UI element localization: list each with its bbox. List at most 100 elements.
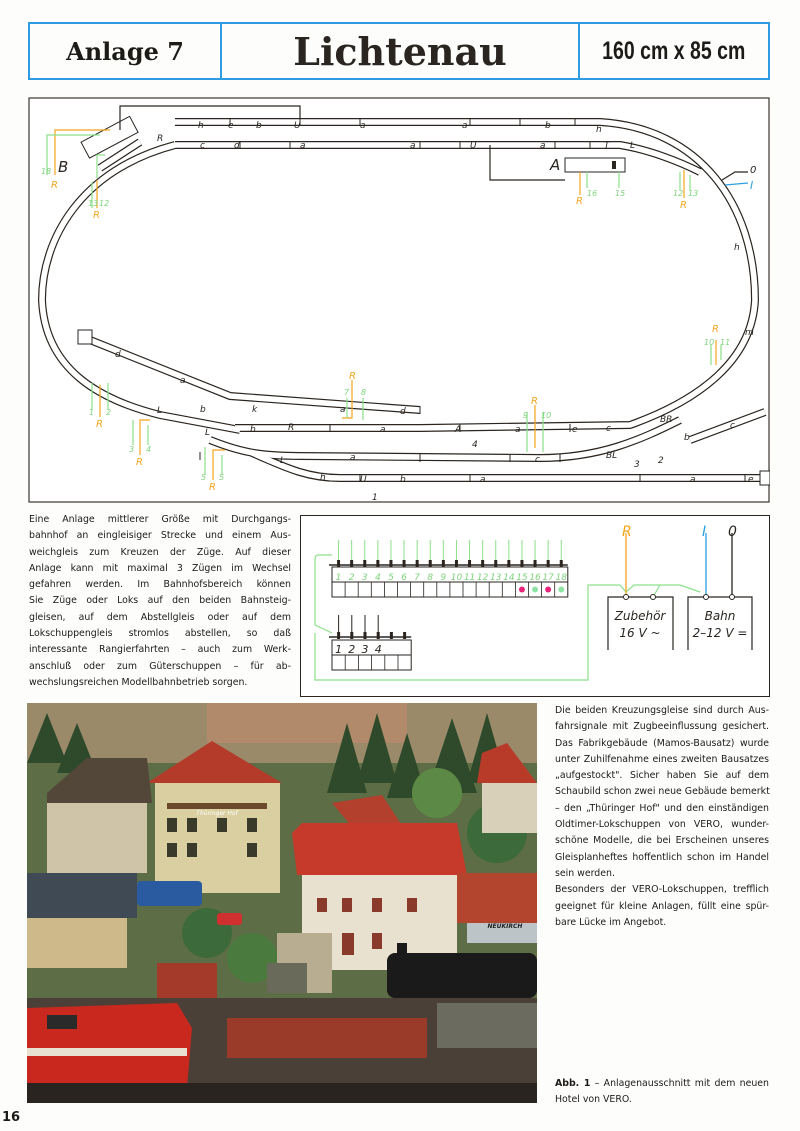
terminal-number: 7 [344, 388, 350, 397]
track-plan-diagram: B A R R R R R R R R R R 0 I 18 16 15 13 … [28, 97, 770, 503]
turnout-label: L [630, 141, 635, 151]
wire-label-R: R [136, 457, 143, 468]
indicator-lamp-red [545, 586, 552, 593]
terminal-pin [468, 560, 472, 567]
switch-number: 9 [440, 573, 446, 583]
wire-label-R: R [712, 324, 719, 335]
switch-number: 8 [427, 573, 433, 583]
segment-label: b [400, 475, 406, 485]
hotel-sign: Thüringer Hof [196, 810, 238, 817]
segment-label: e [572, 425, 578, 435]
segment-label: a [350, 453, 356, 463]
terminal-pin [376, 632, 380, 639]
terminal-number: 16 [587, 189, 597, 198]
segment-label: U [470, 141, 477, 151]
segment-label: d [234, 141, 240, 151]
terminal-pin [363, 560, 367, 567]
station-sign: NEUKIRCH [488, 923, 523, 930]
wire-label-R: R [531, 396, 538, 407]
segment-label: U [294, 121, 301, 131]
terminal-pin [559, 560, 563, 567]
terminal-number: 10 [541, 411, 551, 420]
switch-number: 16 [529, 573, 541, 583]
terminal-pin [350, 632, 354, 639]
terminal-number: 5 [219, 473, 224, 482]
turnout-label: BL [606, 451, 617, 461]
terminal-pin [402, 560, 406, 567]
text-line: schöne Modelle, die bei Erscheinen unser… [555, 835, 769, 847]
wire-label-I: I [750, 179, 753, 192]
segment-label: c [200, 141, 205, 151]
uncoupler-number: 2 [658, 456, 664, 466]
segment-label: h [320, 473, 326, 483]
terminal-number: 1 [89, 408, 94, 417]
terminal-pin [389, 632, 393, 639]
text-line: Das Fabrikgebäude (Mamos-Bausatz) wurde [555, 737, 769, 749]
wire-label-R: R [349, 371, 356, 382]
caption-text-line2: Hotel von VERO. [555, 1094, 632, 1105]
text-line: weichgleis zum Kreuzen der Züge. Auf die… [29, 546, 291, 558]
terminal-number: 9 [523, 411, 528, 420]
layout-photo: Thüringer Hof NEUKIRCH [27, 703, 537, 1103]
terminal-number: 13 [688, 189, 698, 198]
terminal-pin [389, 560, 393, 567]
segment-label: a [360, 121, 366, 131]
switch-number: 15 [516, 573, 528, 583]
segment-label: a [690, 475, 696, 485]
steam-locomotive [387, 943, 537, 998]
terminal-pin [350, 560, 354, 567]
text-line: – den „Thüringer Hof" und den einständig… [555, 802, 769, 814]
segment-label: c [606, 424, 611, 434]
wire-label-R: R [96, 419, 103, 430]
segment-label: T [604, 141, 611, 151]
switch-number: 6 [401, 573, 407, 583]
uncoupler-switch-number: 4 [375, 643, 382, 656]
text-line: bare Lücke im Angebot. [555, 916, 667, 928]
turnout-label: L [157, 406, 162, 416]
indicator-lamp-green [558, 586, 565, 593]
accessory-transformer-label: Zubehör [614, 609, 667, 623]
segment-label: m [745, 328, 754, 338]
segment-label: e [748, 475, 754, 485]
terminal-number: 12 [673, 189, 683, 198]
switch-number: 3 [362, 573, 368, 583]
uncoupler-switch-number: 2 [348, 643, 355, 656]
switch-number: 13 [490, 573, 502, 583]
segment-label: U [360, 475, 367, 485]
text-line: gleisen, auf dem Abstellgleis oder auf d… [29, 611, 291, 623]
segment-label: h [734, 243, 740, 253]
loco-shed-buffer [77, 329, 93, 345]
segment-label: d [400, 407, 406, 417]
station-label-A: A [549, 156, 560, 174]
terminal-pin [415, 560, 419, 567]
wire-0-label: 0 [728, 524, 737, 540]
terminal-pin [403, 632, 407, 639]
bus [137, 881, 202, 906]
terminal-pin [533, 560, 537, 567]
terminal-number: 5 [201, 473, 206, 482]
text-line: Die beiden Kreuzungsgleise sind durch Au… [555, 705, 769, 716]
switch-number: 2 [349, 573, 355, 583]
terminal-pin [441, 560, 445, 567]
uncoupler-number: 3 [634, 460, 640, 470]
figure-caption: Abb. 1 – Anlagenausschnitt mit dem neuen… [555, 1076, 769, 1108]
switch-number: 7 [414, 573, 420, 583]
track-transformer-voltage: 2–12 V = [693, 626, 748, 640]
terminal-number: 10 [704, 338, 714, 347]
layout-number: Anlage 7 [30, 24, 222, 78]
text-line: gefahren werden. Im Bahnhofsbereich könn… [29, 579, 291, 591]
station-label-B: B [58, 158, 68, 176]
indicator-lamp-green [532, 586, 539, 593]
caption-text: – Anlagenausschnitt mit dem neuen [590, 1078, 770, 1089]
text-line: bahnhof an eingleisiger Strecke und eine… [29, 530, 291, 542]
uncoupler-number: 1 [372, 493, 378, 503]
switch-number: 18 [556, 573, 568, 583]
terminal-number: 13 [88, 199, 98, 208]
switch-number: 17 [542, 573, 554, 583]
switch-number: 10 [451, 573, 463, 583]
switch-number: 12 [477, 573, 489, 583]
text-line: sein werden. [555, 867, 615, 879]
